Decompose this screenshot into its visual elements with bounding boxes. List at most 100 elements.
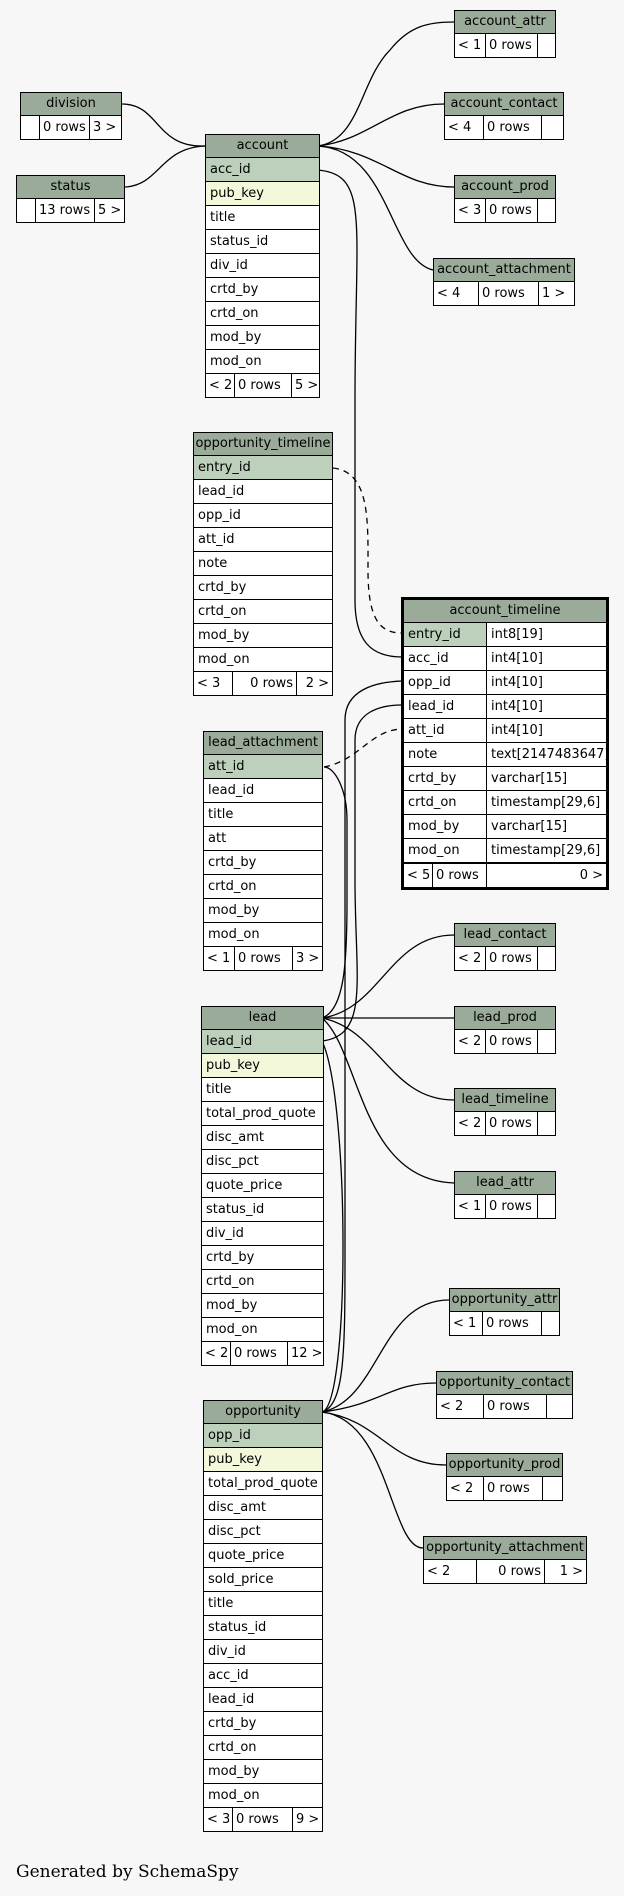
edge-account-account-attachment	[317, 145, 434, 271]
column-row: disc_amt	[204, 1496, 322, 1520]
table-footer: < 1 0 rows	[455, 1195, 555, 1218]
table-header: opportunity_contact	[437, 1372, 572, 1395]
table-account[interactable]: account acc_id pub_key title status_id d…	[205, 134, 320, 398]
column-row: div_id	[204, 1640, 322, 1664]
table-footer: < 2 0 rows	[437, 1395, 572, 1418]
table-opportunity-prod[interactable]: opportunity_prod < 2 0 rows	[446, 1453, 563, 1501]
table-header: lead_contact	[455, 924, 555, 947]
table-footer: < 2 0 rows 12 >	[202, 1342, 323, 1365]
table-footer: < 4 0 rows	[445, 116, 563, 139]
table-account-attachment[interactable]: account_attachment < 4 0 rows 1 >	[433, 258, 575, 306]
edge-lead-opportunity	[321, 1040, 344, 1413]
column-row: lead_id	[204, 779, 322, 803]
table-account-prod[interactable]: account_prod < 3 0 rows	[454, 175, 556, 223]
edge-lead-lead-timeline	[321, 1017, 455, 1101]
column-row: mod_by	[204, 1760, 322, 1784]
table-footer: < 3 0 rows	[455, 199, 555, 222]
edge-opportunity-opportunity-attr	[321, 1299, 450, 1413]
table-account-attr[interactable]: account_attr < 1 0 rows	[454, 10, 556, 58]
column-row: crtd_on	[194, 600, 332, 624]
column-row: mod_on	[202, 1318, 323, 1342]
column-row: disc_pct	[202, 1150, 323, 1174]
table-lead-prod[interactable]: lead_prod < 2 0 rows	[454, 1006, 556, 1054]
column-row: mod_on	[204, 1784, 322, 1808]
column-row: disc_amt	[202, 1126, 323, 1150]
column-row: div_id	[202, 1222, 323, 1246]
column-row: crtd_on	[202, 1270, 323, 1294]
column-row: lead_id	[204, 1688, 322, 1712]
table-opportunity-contact[interactable]: opportunity_contact < 2 0 rows	[436, 1371, 573, 1419]
edge-opportunity-opportunity-prod	[321, 1411, 447, 1466]
column-row: note	[194, 552, 332, 576]
table-header: status	[17, 176, 124, 199]
table-lead-attr[interactable]: lead_attr < 1 0 rows	[454, 1171, 556, 1219]
edge-opportunity-opportunity-contact	[321, 1382, 437, 1413]
column-row: mod_on	[204, 923, 322, 947]
column-row: title	[204, 803, 322, 827]
table-footer: < 2 0 rows	[455, 947, 555, 970]
edge-account-account-attr	[317, 21, 455, 147]
column-row: acc_id	[204, 1664, 322, 1688]
table-footer: < 2 0 rows	[455, 1030, 555, 1053]
table-lead-attachment[interactable]: lead_attachment att_id lead_id title att…	[203, 731, 323, 971]
table-footer: < 2 0 rows 1 >	[424, 1560, 586, 1583]
column-row: att_id	[204, 755, 322, 779]
table-opportunity[interactable]: opportunity opp_id pub_key total_prod_qu…	[203, 1400, 323, 1832]
table-footer: < 4 0 rows 1 >	[434, 282, 574, 305]
table-opportunity-attachment[interactable]: opportunity_attachment < 2 0 rows 1 >	[423, 1536, 587, 1584]
table-header: account_contact	[445, 93, 563, 116]
table-division[interactable]: division 0 rows 3 >	[20, 92, 122, 140]
column-row: quote_price	[202, 1174, 323, 1198]
table-footer: < 2 0 rows	[455, 1112, 555, 1135]
column-row: crtd_on	[204, 875, 322, 899]
edge-opportunity-opportunity-attachment	[321, 1411, 424, 1549]
table-footer: < 2 0 rows 5 >	[206, 374, 319, 397]
table-lead-contact[interactable]: lead_contact < 2 0 rows	[454, 923, 556, 971]
column-row: status_id	[206, 230, 319, 254]
column-row: pub_key	[206, 182, 319, 206]
table-opportunity-attr[interactable]: opportunity_attr < 1 0 rows	[449, 1288, 560, 1336]
table-header: lead_timeline	[455, 1089, 555, 1112]
table-header: account_timeline	[404, 600, 606, 623]
table-header: opportunity	[204, 1401, 322, 1424]
column-row: mod_on	[206, 350, 319, 374]
column-row: quote_price	[204, 1544, 322, 1568]
edge-lead-lead-attr	[321, 1017, 455, 1184]
edge-lead-lead-attachment-left	[321, 766, 348, 1019]
column-row: mod_by	[194, 624, 332, 648]
table-footer: 0 rows 3 >	[21, 116, 121, 139]
edge-opportunity-account-timeline	[321, 680, 403, 1413]
column-row: mod_by	[204, 899, 322, 923]
column-row: crtd_on	[204, 1736, 322, 1760]
table-header: lead_prod	[455, 1007, 555, 1030]
table-header: account_prod	[455, 176, 555, 199]
table-header: opportunity_timeline	[194, 433, 332, 456]
column-row: title	[202, 1078, 323, 1102]
table-header: opportunity_attachment	[424, 1537, 586, 1560]
table-footer: < 3 0 rows 9 >	[204, 1808, 322, 1831]
table-lead[interactable]: lead lead_id pub_key title total_prod_qu…	[201, 1006, 324, 1366]
column-row: title	[204, 1592, 322, 1616]
table-footer: < 5 0 rows 0 >	[404, 863, 606, 887]
table-footer: < 1 0 rows 3 >	[204, 947, 322, 970]
table-account-contact[interactable]: account_contact < 4 0 rows	[444, 92, 564, 140]
table-opportunity-timeline[interactable]: opportunity_timeline entry_id lead_id op…	[193, 432, 333, 696]
column-row: status_id	[204, 1616, 322, 1640]
edge-status-account	[124, 145, 206, 188]
column-row: crtd_by	[206, 278, 319, 302]
table-lead-timeline[interactable]: lead_timeline < 2 0 rows	[454, 1088, 556, 1136]
edge-account-account-timeline	[317, 169, 403, 658]
generated-by-label: Generated by SchemaSpy	[16, 1862, 239, 1882]
table-footer: < 1 0 rows	[455, 34, 555, 57]
table-status[interactable]: status 13 rows 5 >	[16, 175, 125, 223]
